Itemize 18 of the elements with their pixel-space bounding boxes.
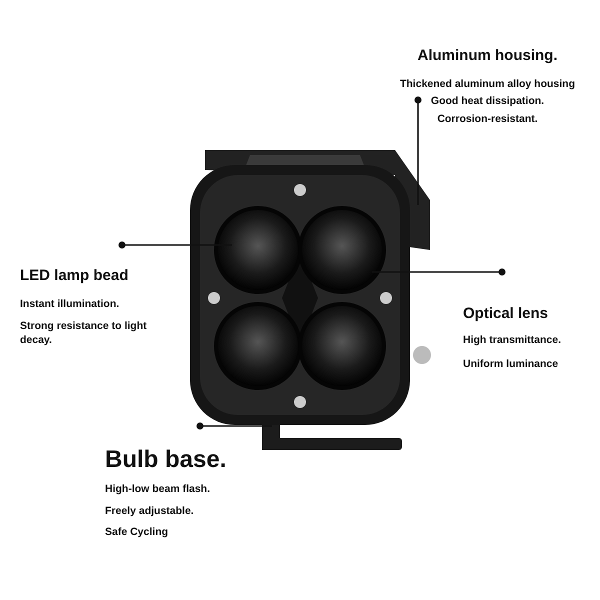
callout-text: Freely adjustable.	[105, 504, 195, 518]
leader-line	[414, 96, 422, 205]
callout-text: High-low beam flash.	[105, 483, 212, 497]
callout-text: High transmittance.	[463, 334, 562, 348]
leader-line	[118, 242, 232, 248]
callout-heading: LED lamp bead	[20, 266, 130, 286]
callout-heading: Optical lens	[463, 304, 550, 324]
callout-text: Good heat dissipation.	[430, 95, 546, 109]
leader-line	[196, 422, 272, 430]
callout-heading: Aluminum housing.	[416, 46, 558, 66]
callout-text: Instant illumination.	[20, 298, 120, 312]
callout-text: Thickened aluminum alloy housing	[398, 78, 576, 92]
callout-text: Safe Cycling	[105, 526, 170, 540]
callout-text: Strong resistance to light decay.	[20, 320, 148, 348]
leader-line	[372, 268, 506, 276]
callout-text: Uniform luminance	[463, 358, 560, 372]
callout-heading: Bulb base.	[105, 445, 228, 475]
callout-text: Corrosion-resistant.	[436, 112, 539, 126]
